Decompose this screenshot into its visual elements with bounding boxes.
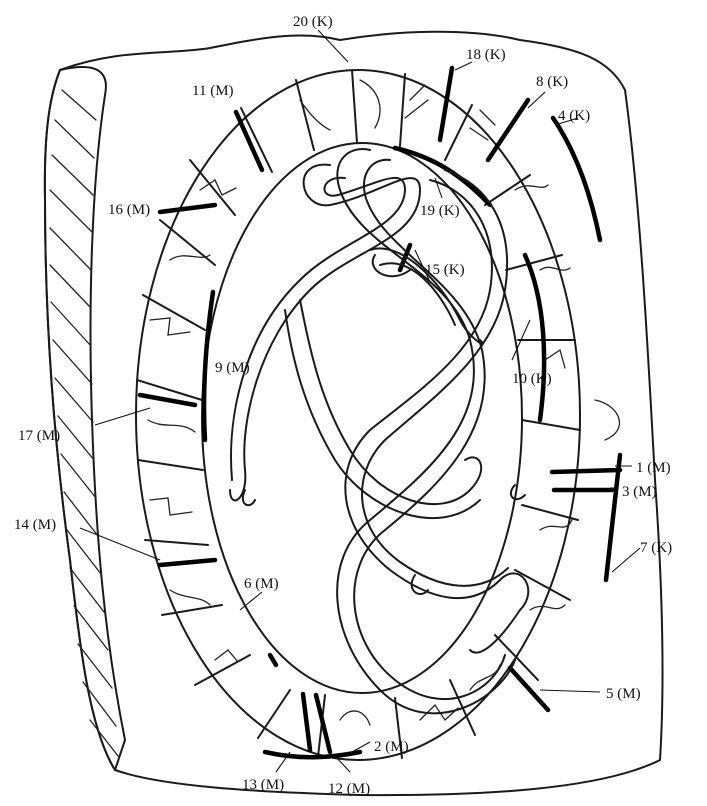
label-13M: 13 (M) xyxy=(242,777,284,793)
label-19K: 19 (K) xyxy=(420,203,460,219)
stone-side-face xyxy=(45,67,125,770)
label-20K: 20 (K) xyxy=(293,14,333,30)
label-3M: 3 (M) xyxy=(622,484,657,500)
label-2M: 2 (M) xyxy=(374,739,409,755)
label-5M: 5 (M) xyxy=(606,686,641,702)
label-1M: 1 (M) xyxy=(636,460,671,476)
marked-segments xyxy=(140,68,620,757)
band-carvings xyxy=(148,80,619,725)
serpent-interlace xyxy=(230,149,528,713)
label-10K: 10 (K) xyxy=(512,371,552,387)
label-7K: 7 (K) xyxy=(640,540,672,556)
label-16M: 16 (M) xyxy=(108,202,150,218)
label-4K: 4 (K) xyxy=(558,108,590,124)
label-8K: 8 (K) xyxy=(536,74,568,90)
label-17M: 17 (M) xyxy=(18,428,60,444)
label-11M: 11 (M) xyxy=(192,83,234,99)
label-12M: 12 (M) xyxy=(328,781,370,797)
label-15K: 15 (K) xyxy=(425,262,465,278)
label-9M: 9 (M) xyxy=(215,360,250,376)
label-6M: 6 (M) xyxy=(244,576,279,592)
label-18K: 18 (K) xyxy=(466,47,506,63)
side-hatching xyxy=(50,90,118,756)
label-14M: 14 (M) xyxy=(14,517,56,533)
labels: 20 (K) 18 (K) 11 (M) 8 (K) 4 (K) 16 (M) … xyxy=(14,14,672,797)
